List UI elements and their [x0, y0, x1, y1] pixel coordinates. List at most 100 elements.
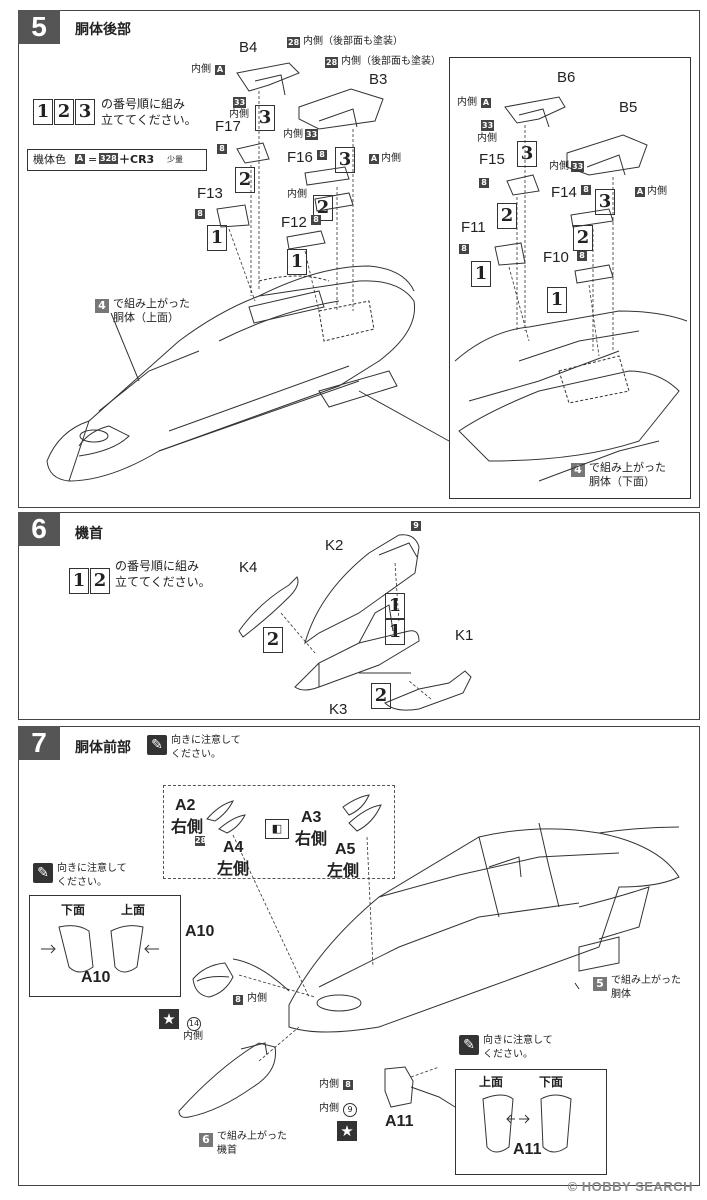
f13-8-badge: 8 — [195, 209, 205, 219]
part-a4-side: 左側 — [217, 861, 250, 878]
lower-detail-box — [449, 57, 691, 499]
step6-panel: 6 機首 1 2 の番号順に組み 立ててください。 K2 K4 K1 K3 9 … — [18, 512, 700, 720]
part-a5: A5 — [335, 841, 356, 858]
a10-top-label: 上面 — [121, 903, 146, 917]
order-num-1: 1 — [33, 99, 53, 125]
step7-line-drawing — [41, 794, 680, 1153]
b3-inner: 内側 — [283, 129, 303, 140]
paint-28-badge-b: 28 — [325, 57, 339, 68]
f10-step-1: 1 — [547, 287, 567, 313]
star-icon-a11: ★ — [337, 1121, 357, 1141]
part-k2: K2 — [325, 537, 344, 554]
body-color-label: 機体色 — [33, 153, 66, 166]
caution-top-1: 向きに注意して — [171, 735, 241, 746]
b5-inner: 内側 — [549, 161, 569, 172]
lower-note-1: で組み上がった — [589, 461, 666, 474]
a11-inner-8: 内側 — [319, 1079, 339, 1090]
part-a11: A11 — [385, 1113, 414, 1130]
part-b5: B5 — [619, 99, 638, 116]
part-a2-side: 右側 — [171, 819, 204, 836]
k4-step-2: 2 — [263, 627, 283, 653]
b4-a-badge: A — [215, 65, 225, 75]
f10-8-badge: 8 — [577, 251, 587, 261]
upper-note-1: で組み上がった — [113, 297, 190, 310]
circle-9: 9 — [343, 1103, 357, 1117]
a11-inner-9: 内側 — [319, 1103, 339, 1114]
b6-a-badge: A — [481, 98, 491, 108]
part-k4: K4 — [239, 559, 258, 576]
a10-box-label: A10 — [81, 969, 111, 986]
f15-8-badge: 8 — [479, 178, 489, 188]
b5-a-inner: 内側 — [647, 186, 667, 197]
order-text-2: 立ててください。 — [101, 113, 197, 127]
part-f13: F13 — [197, 185, 223, 202]
f16-step-2: 2 — [313, 195, 333, 221]
f15-step-2: 2 — [497, 203, 517, 229]
f16-inner: 内側 — [287, 189, 307, 200]
b4-33-inner: 内側 — [229, 109, 249, 120]
a10-bottom-label: 下面 — [61, 903, 86, 917]
star-icon-a10: ★ — [159, 1009, 179, 1029]
part-a3-side: 右側 — [295, 831, 328, 848]
part-k3: K3 — [329, 701, 348, 718]
part-f12: F12 — [281, 214, 307, 231]
part-f11: F11 — [461, 219, 486, 236]
part-a3: A3 — [301, 809, 322, 826]
a11-box-label: A11 — [513, 1141, 542, 1158]
color-328-badge: 328 — [99, 153, 118, 164]
circle-14: 14 — [187, 1017, 201, 1031]
part-f17: F17 — [215, 118, 241, 135]
order-text-1: の番号順に組み — [101, 97, 186, 111]
caution-icon-a10: ✎ — [33, 863, 53, 883]
step7-title: 胴体前部 — [75, 740, 131, 756]
b6-step-3: 3 — [517, 141, 537, 167]
part-k1: K1 — [455, 627, 474, 644]
a11-top-label: 上面 — [479, 1075, 504, 1089]
b5-a-badge: A — [635, 187, 645, 197]
f17-8-badge: 8 — [217, 144, 227, 154]
a10-8-inner: 内側 — [247, 993, 267, 1004]
caution-a10-2: ください。 — [57, 877, 107, 888]
f17-step-2: 2 — [235, 167, 255, 193]
step4-ref-upper: 4 — [95, 299, 109, 313]
lower-note-2: 胴体（下面） — [589, 475, 655, 488]
b3-a-inner: 内側 — [381, 153, 401, 164]
caution-a10-1: 向きに注意して — [57, 863, 127, 874]
part-a5-side: 左側 — [327, 863, 360, 880]
b5-step-3: 3 — [595, 189, 615, 215]
color-eq: = — [88, 153, 98, 166]
caution-icon-top: ✎ — [147, 735, 167, 755]
part-a4: A4 — [223, 839, 244, 856]
caution-a11-2: ください。 — [483, 1049, 533, 1060]
b3-a-badge: A — [369, 154, 379, 164]
step5-panel: 5 胴体後部 1 2 3 の番号順に組み 立ててください。 機体色 A = 32… — [18, 10, 700, 508]
f11-step-1: 1 — [471, 261, 491, 287]
ref5-note-2: 胴体 — [611, 989, 631, 1000]
watermark: © HOBBY SEARCH — [567, 1179, 693, 1194]
f12-8-badge: 8 — [311, 215, 321, 225]
part-b6: B6 — [557, 69, 576, 86]
step4-ref-lower: 4 — [571, 463, 585, 477]
part-a2: A2 — [175, 797, 196, 814]
f14-8-badge: 8 — [581, 185, 591, 195]
note-28-b: 内側（後部面も塗装） — [341, 56, 441, 67]
b3-step-3: 3 — [335, 147, 355, 173]
a11-8-badge: 8 — [343, 1080, 353, 1090]
note-28-a: 内側（後部面も塗装） — [303, 36, 403, 47]
caution-top-2: ください。 — [171, 749, 221, 760]
b6-33-badge: 33 — [481, 120, 495, 131]
a11-orientation-box — [455, 1069, 607, 1175]
color-plus-cr3: ＋CR3 — [119, 153, 155, 166]
b4-step-3: 3 — [255, 105, 275, 131]
step6-order-text-1: の番号順に組み — [115, 559, 200, 573]
ref5-note-1: で組み上がった — [611, 975, 681, 986]
step6-line-drawing — [238, 534, 472, 711]
step6-order-num-2: 2 — [90, 568, 110, 594]
color-small: 少量 — [167, 155, 183, 164]
a2-28-badge: 28 — [195, 836, 207, 846]
step6-order-text-2: 立ててください。 — [115, 575, 211, 589]
mirror-icon: ◧ — [265, 819, 289, 839]
part-f15: F15 — [479, 151, 505, 168]
f11-8-badge: 8 — [459, 244, 469, 254]
step6-order-num-1: 1 — [69, 568, 89, 594]
